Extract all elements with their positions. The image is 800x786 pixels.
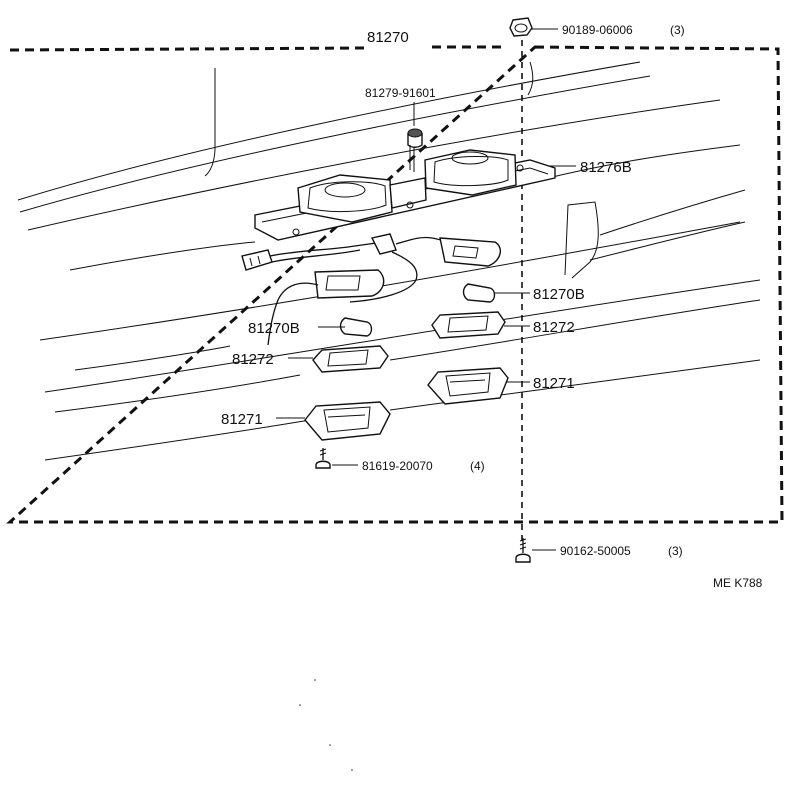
housing-label: 81276B xyxy=(580,159,632,176)
lens-right-icon xyxy=(427,367,509,405)
lamp-housing xyxy=(254,149,556,241)
assembly-label: 81270 xyxy=(367,29,409,46)
lens-left-icon xyxy=(304,401,391,441)
grommet-label: 81279-91601 xyxy=(365,86,436,100)
lens-screw-label: 81619-20070 xyxy=(362,459,433,473)
lens-screw-qty: (4) xyxy=(470,459,485,473)
diagram-code: ME K788 xyxy=(713,576,763,590)
lens-screw-icon xyxy=(315,448,331,469)
lens-left-label: 81271 xyxy=(221,411,263,428)
lens-right-label: 81271 xyxy=(533,375,575,392)
top-nut-qty: (3) xyxy=(670,23,685,37)
bulb-left-icon xyxy=(339,317,373,337)
gasket-right-icon xyxy=(431,311,506,339)
leader-lines xyxy=(276,28,576,551)
wire-harness xyxy=(241,233,502,346)
gasket-left-label: 81272 xyxy=(232,351,274,368)
bulb-right-icon xyxy=(462,283,496,303)
bulb-left-label: 81270B xyxy=(248,320,300,337)
bottom-screw-icon xyxy=(515,538,531,563)
bottom-screw-qty: (3) xyxy=(668,544,683,558)
gasket-right-label: 81272 xyxy=(533,319,575,336)
top-nut-label: 90189-06006 xyxy=(562,23,633,37)
gasket-left-icon xyxy=(312,345,389,373)
top-nut-icon xyxy=(509,17,533,37)
scan-specks xyxy=(299,679,353,771)
bulb-right-label: 81270B xyxy=(533,286,585,303)
back-door-panel-outline xyxy=(17,61,761,461)
grommet-icon xyxy=(407,128,423,172)
bottom-screw-label: 90162-50005 xyxy=(560,544,631,558)
assembly-frame xyxy=(6,45,784,524)
